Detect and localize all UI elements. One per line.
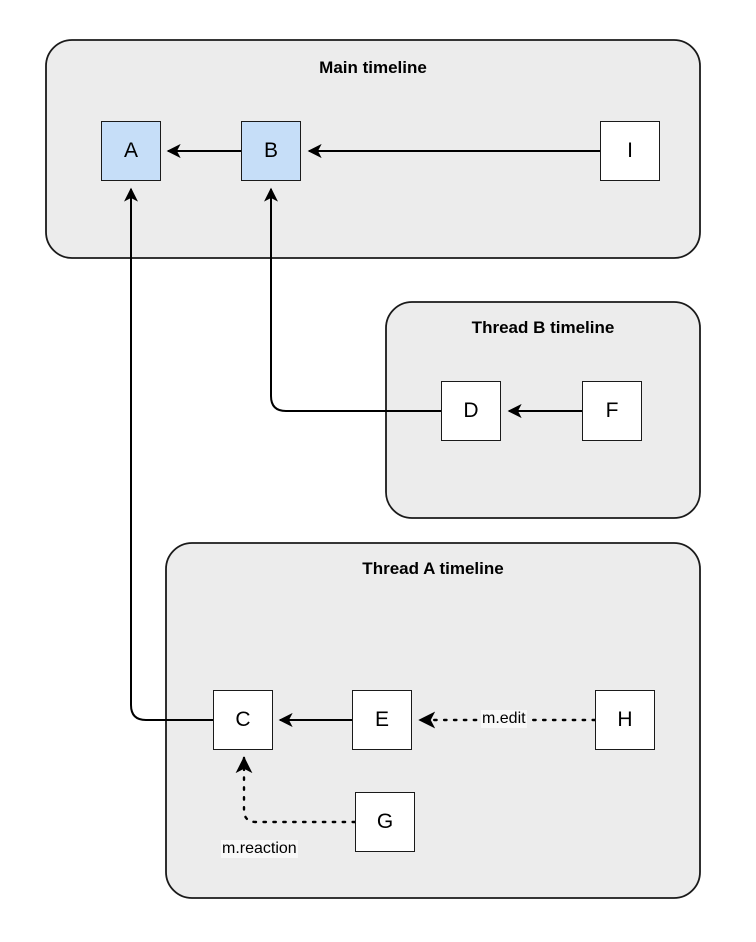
node-I[interactable]: I	[600, 121, 660, 181]
group-title-thread-b-timeline: Thread B timeline	[471, 318, 615, 337]
group-title-main-timeline: Main timeline	[319, 58, 427, 77]
node-D[interactable]: D	[441, 381, 501, 441]
edge-D-to-B	[264, 187, 441, 412]
edge-C-to-A	[124, 187, 213, 721]
edge-label-m-reaction: m.reaction	[221, 840, 298, 859]
node-C[interactable]: C	[213, 690, 273, 750]
edge-label-m-edit: m.edit	[481, 710, 527, 729]
group-main-timeline	[45, 39, 701, 259]
node-E[interactable]: E	[352, 690, 412, 750]
node-F[interactable]: F	[582, 381, 642, 441]
node-B[interactable]: B	[241, 121, 301, 181]
edge-G-to-C	[235, 756, 357, 824]
node-A[interactable]: A	[101, 121, 161, 181]
group-title-thread-a-timeline: Thread A timeline	[362, 559, 504, 578]
node-G[interactable]: G	[355, 792, 415, 852]
node-H[interactable]: H	[595, 690, 655, 750]
